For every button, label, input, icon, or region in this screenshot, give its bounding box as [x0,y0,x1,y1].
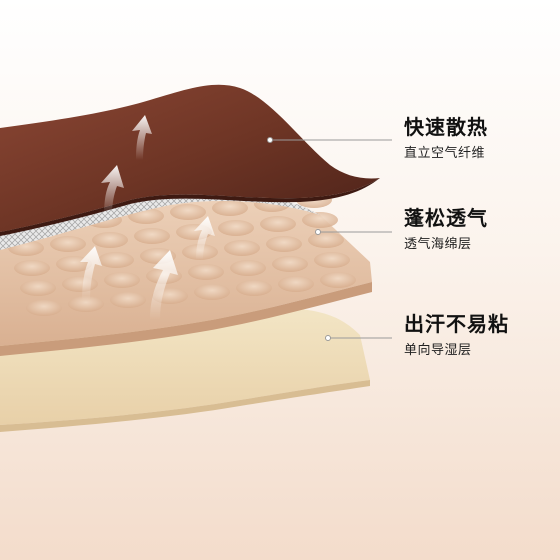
foam-bump [212,200,248,216]
leader-dot-2 [315,229,321,235]
foam-bump [224,240,260,256]
label-breathable: 蓬松透气 透气海绵层 [404,206,488,254]
foam-bump [104,272,140,288]
foam-bump [236,280,272,296]
foam-bump [272,256,308,272]
arrow-up-icon [80,246,102,300]
layer-subtitle: 单向导湿层 [404,343,472,358]
leader-dot-1 [267,137,273,143]
airflow-arrows [80,115,215,320]
foam-bump [14,260,50,276]
arrow-up-icon [194,216,215,260]
quick-cooling-fabric [0,84,380,236]
breathable-foam-layer [0,192,372,356]
arrow-up-icon [132,115,152,160]
foam-bump [170,204,206,220]
layer-title: 出汗不易粘 [404,312,509,336]
layer-title: 快速散热 [404,115,488,139]
foam-bump [68,296,104,312]
foam-bump [92,232,128,248]
foam-bump [320,272,356,288]
foam-bump [134,228,170,244]
foam-bump [62,276,98,292]
label-moisture: 出汗不易粘 单向导湿层 [404,312,509,360]
label-cooling: 快速散热 直立空气纤维 [404,115,488,163]
layer-subtitle: 透气海绵层 [404,237,472,252]
foam-bump [260,216,296,232]
foam-bump [278,276,314,292]
foam-bump [50,236,86,252]
foam-bump [302,212,338,228]
foam-bump [188,264,224,280]
foam-bump [110,292,146,308]
foam-bump [230,260,266,276]
foam-bump [266,236,302,252]
arrow-up-icon [150,250,178,320]
leader-lines [270,139,392,339]
foam-bump [314,252,350,268]
layer-subtitle: 直立空气纤维 [404,146,486,161]
foam-bump [26,300,62,316]
foam-bump [308,232,344,248]
foam-bump [20,280,56,296]
foam-bump [194,284,230,300]
arrow-up-icon [101,165,124,215]
leader-dot-3 [325,335,331,341]
foam-bump [98,252,134,268]
foam-bump [218,220,254,236]
layer-title: 蓬松透气 [404,206,488,230]
